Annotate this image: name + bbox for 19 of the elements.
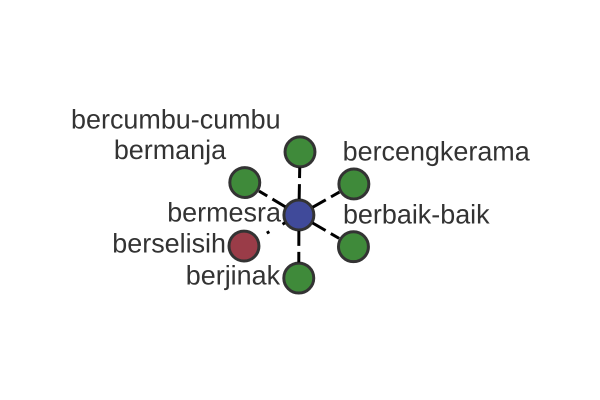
- connector: [312, 190, 340, 208]
- node-circle: [228, 230, 260, 262]
- connector: [298, 168, 302, 200]
- node-circle: [336, 230, 370, 264]
- node-circle: [282, 262, 316, 295]
- node-label: bercengkerama: [342, 136, 530, 167]
- connector: [258, 190, 286, 208]
- connector: [297, 230, 300, 262]
- node-label: berselisih: [112, 228, 226, 259]
- node-label: bercumbu-cumbu: [71, 104, 281, 135]
- node-circle: [228, 166, 262, 199]
- connector: [312, 222, 340, 240]
- node-label: bermesra: [167, 198, 281, 228]
- node-circle: [337, 168, 370, 200]
- node-label: berbaik-baik: [342, 199, 490, 230]
- node-label: berjinak: [186, 260, 280, 291]
- node-label: bermanja: [114, 135, 226, 166]
- node-circle: [282, 198, 316, 232]
- node-circle: [284, 135, 316, 168]
